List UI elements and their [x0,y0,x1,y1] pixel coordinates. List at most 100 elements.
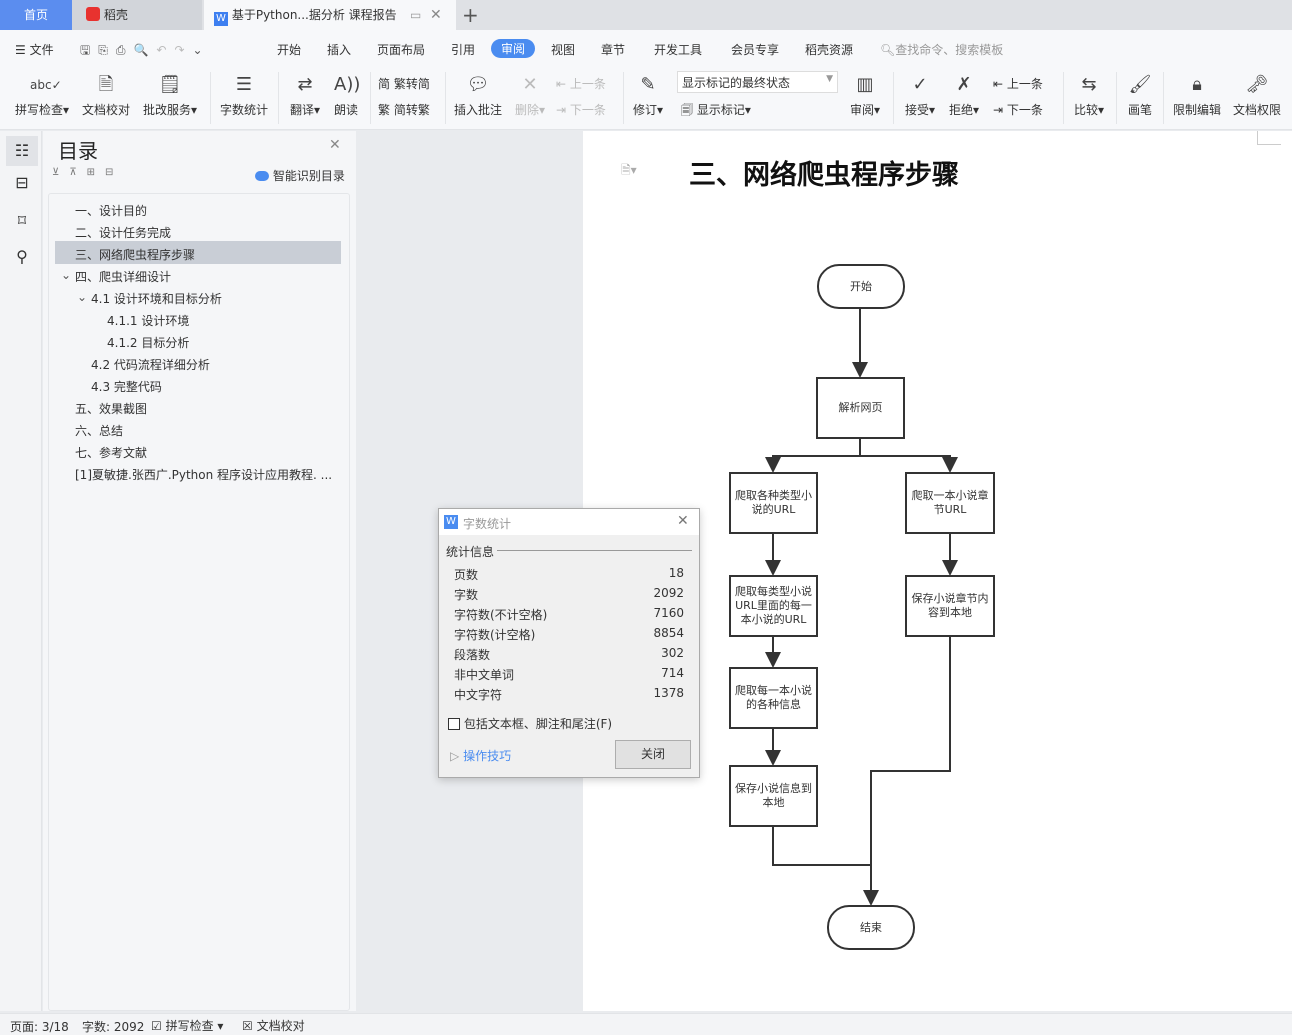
collapse-up-icon[interactable]: ⊼ [69,167,87,178]
toc-item[interactable]: [1]夏敏捷.张西广.Python 程序设计应用教程. ... [75,468,333,482]
simp-to-trad-button[interactable]: 繁 简转繁 [378,101,430,118]
toc-item[interactable]: 七、参考文献 [75,446,148,460]
shrink-icon[interactable]: ⊟ [105,167,124,178]
compare-button[interactable]: ⇆比较▾ [1073,74,1105,117]
document-rights-button[interactable]: 🗝文档权限 [1230,73,1284,118]
dialog-titlebar[interactable]: W 字数统计 ✕ [439,509,699,535]
menu-docer-resources[interactable]: 稻壳资源 [805,43,854,57]
tab-home[interactable]: 首页 [0,0,72,30]
restrict-editing-button[interactable]: 🔒︎限制编辑 [1170,73,1224,118]
menu-chapter[interactable]: 章节 [601,43,626,57]
tab-docer[interactable]: 稻壳 [72,0,202,30]
menu-reference[interactable]: 引用 [451,43,476,57]
menu-member[interactable]: 会员专享 [731,43,780,57]
tips-link[interactable]: ▷ 操作技巧 [450,747,511,764]
translate-button[interactable]: ⇄翻译▾ [289,74,321,117]
read-aloud-button[interactable]: A))朗读 [330,73,362,118]
toc-item[interactable]: 4.2 代码流程详细分析 [91,358,210,372]
document-page[interactable]: 🗎▾ 三、网络爬虫程序步骤 [583,131,1292,1011]
delete-comment-button[interactable]: ✕删除▾ [514,74,546,117]
toc-item[interactable]: 4.1.2 目标分析 [107,336,190,350]
toc-item[interactable]: 一、设计目的 [75,204,148,218]
toc-item[interactable]: 二、设计任务完成 [75,226,172,240]
toc-item[interactable]: 4.1 设计环境和目标分析 [91,292,222,306]
word-count-button[interactable]: ☰字数统计 [218,73,270,118]
close-tab-icon[interactable]: ✕ [430,7,442,23]
pen-button[interactable]: 🖌︎画笔 [1124,73,1156,118]
undo-icon[interactable]: ↶ [156,43,175,57]
close-icon[interactable]: ✕ [677,513,689,529]
tab-document[interactable]: W 基于Python...据分析 课程报告▭✕ [204,0,456,30]
print-icon[interactable]: ⎙ [115,43,134,57]
next-comment-button[interactable]: ⇥ 下一条 [556,103,606,117]
close-icon[interactable]: ✕ [329,137,341,153]
save-icon[interactable]: 🖫 [80,43,99,57]
expand-icon[interactable]: ⊞ [86,167,106,178]
toc-panel-icon[interactable]: ☷ [6,136,38,166]
redo-icon[interactable]: ↷ [174,43,193,57]
stat-label: 非中文单词 [454,668,515,682]
collapse-down-icon[interactable]: ⊻ [52,167,70,178]
accept-button[interactable]: ✓接受▾ [904,74,936,117]
stat-value: 8854 [653,626,684,640]
correction-service-button[interactable]: 🗒批改服务▾ [142,74,198,117]
search-icon[interactable]: ⚲ [16,247,28,266]
checkbox-box[interactable] [448,718,460,730]
toc-item[interactable]: 六、总结 [75,424,124,438]
reject-button[interactable]: ✗拒绝▾ [948,74,980,117]
menu-dev-tools[interactable]: 开发工具 [654,43,703,57]
quick-access-toolbar[interactable]: 🖫⎘⎙🔍↶↷⌄ [80,41,211,62]
show-markup-button[interactable]: 🗐 显示标记▾ [681,103,751,117]
customize-chevron-icon[interactable]: ⌄ [192,43,211,57]
bookmark-icon[interactable]: ⌑ [17,211,27,230]
stat-label: 字数 [454,588,479,602]
smart-toc-button[interactable]: 智能识别目录 [255,167,345,184]
markup-state-select[interactable]: 显示标记的最终状态▼ [677,71,838,93]
navigation-rail: ☷ ⊟ ⌑ ⚲ [0,131,42,1011]
menu-review[interactable]: 审阅 [491,39,536,58]
trad-to-simp-button[interactable]: 简 繁转简 [378,75,430,92]
prev-comment-button[interactable]: ⇤ 上一条 [556,77,606,91]
chapter-nav-icon[interactable]: ⊟ [15,173,29,192]
accept-label: 接受 [904,103,929,117]
file-menu[interactable]: ☰ 文件 [15,43,54,57]
chevron-down-icon[interactable]: ⌄ [61,268,72,282]
menu-view[interactable]: 视图 [551,43,576,57]
new-tab-button[interactable]: + [462,3,479,27]
proofread-button[interactable]: 🗎文档校对 [80,73,132,118]
export-icon[interactable]: ⎘ [98,43,116,57]
command-search[interactable]: 🔍︎查找命令、搜索模板 [880,41,1003,58]
menu-insert[interactable]: 插入 [327,43,352,57]
spell-check-button[interactable]: abc✓拼写检查▾ [12,73,72,118]
page-indicator[interactable]: 页面: 3/18 [10,1020,69,1034]
word-count-indicator[interactable]: 字数: 2092 [82,1020,145,1034]
paragraph-layout-icon[interactable]: 🗎▾ [621,163,637,177]
toc-item[interactable]: 五、效果截图 [75,402,148,416]
track-changes-button[interactable]: ✎修订▾ [632,74,664,117]
prev-comment-label: 上一条 [569,77,606,91]
section-heading: 三、网络爬虫程序步骤 [689,160,959,191]
accept-icon: ✓ [912,74,928,95]
toc-item[interactable]: 4.3 完整代码 [91,380,162,394]
toc-item[interactable]: 四、爬虫详细设计 [75,270,172,284]
menu-layout[interactable]: 页面布局 [377,43,426,57]
prev-change-button[interactable]: ⇤ 上一条 [993,77,1043,91]
pin-icon[interactable]: ▭ [410,8,422,22]
compare-icon: ⇆ [1081,74,1097,95]
close-button[interactable]: 关闭 [615,740,691,769]
insert-comment-button[interactable]: 💬︎插入批注 [452,73,504,118]
status-bar: 页面: 3/18 字数: 2092 ☑ 拼写检查 ▾ ☒ 文档校对 [0,1013,1292,1035]
menu-start[interactable]: 开始 [277,43,302,57]
include-textbox-checkbox[interactable]: 包括文本框、脚注和尾注(F) [448,715,612,732]
preview-icon[interactable]: 🔍 [133,43,157,57]
insert-comment-icon: 💬︎ [466,74,490,95]
chevron-down-icon[interactable]: ⌄ [77,290,88,304]
toc-item-selected[interactable]: 三、网络爬虫程序步骤 [75,248,196,262]
status-spell-check[interactable]: ☑ 拼写检查 ▾ [151,1019,224,1033]
flow-start: 开始 [817,264,905,309]
status-proofread[interactable]: ☒ 文档校对 [242,1017,305,1034]
next-change-button[interactable]: ⇥ 下一条 [993,103,1043,117]
toc-item[interactable]: 4.1.1 设计环境 [107,314,190,328]
review-pane-button[interactable]: ▥审阅▾ [849,74,881,117]
